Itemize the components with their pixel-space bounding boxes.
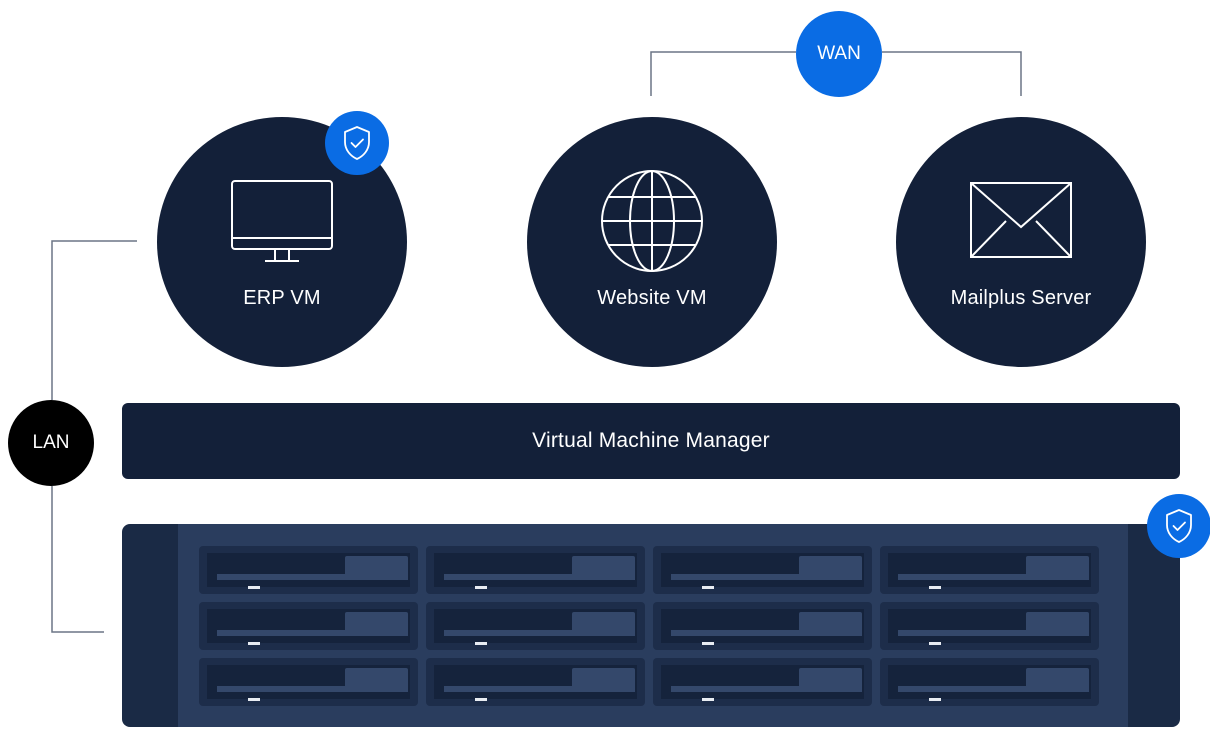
drive-led	[929, 642, 941, 645]
nas-drive-panel	[178, 524, 1128, 727]
drive-bay	[653, 658, 872, 706]
drive-rail	[444, 630, 635, 636]
node-mail-label: Mailplus Server	[950, 287, 1092, 309]
node-website-vm: Website VM	[527, 117, 777, 367]
drive-rail	[444, 574, 635, 580]
drive-bay	[199, 546, 418, 594]
lan-label: LAN	[32, 432, 70, 453]
node-mailplus-server: Mailplus Server	[896, 117, 1146, 367]
drive-bay	[199, 602, 418, 650]
drive-rail	[217, 686, 408, 692]
drive-rail	[671, 574, 862, 580]
node-website-label: Website VM	[597, 287, 707, 309]
drive-led	[248, 586, 260, 589]
drive-led	[475, 586, 487, 589]
drive-bay	[199, 658, 418, 706]
drive-led	[929, 586, 941, 589]
virtual-machine-manager-bar: Virtual Machine Manager	[122, 403, 1180, 479]
drive-bay	[426, 602, 645, 650]
monitor-icon	[231, 180, 333, 262]
drive-rail	[898, 686, 1089, 692]
drive-rail	[898, 630, 1089, 636]
drive-rail	[444, 686, 635, 692]
drive-led	[248, 698, 260, 701]
globe-icon	[601, 170, 703, 272]
drive-rail	[217, 630, 408, 636]
nas-enclosure	[122, 524, 1180, 727]
drive-led	[702, 642, 714, 645]
vmm-label: Virtual Machine Manager	[532, 429, 770, 452]
drive-led	[702, 698, 714, 701]
drive-bay	[880, 658, 1099, 706]
lan-badge: LAN	[8, 400, 94, 486]
drive-led	[475, 698, 487, 701]
envelope-icon	[970, 182, 1072, 258]
drive-led	[929, 698, 941, 701]
drive-bay	[426, 546, 645, 594]
drive-rail	[217, 574, 408, 580]
lan-connector	[51, 240, 137, 633]
drive-rail	[671, 630, 862, 636]
drive-bay	[653, 546, 872, 594]
drive-led	[702, 586, 714, 589]
drive-bay	[880, 546, 1099, 594]
drive-rail	[671, 686, 862, 692]
drive-led	[475, 642, 487, 645]
wan-label: WAN	[817, 43, 861, 64]
drive-rail	[898, 574, 1089, 580]
shield-check-icon	[325, 111, 389, 175]
node-erp-label: ERP VM	[243, 287, 321, 309]
wan-connector	[650, 51, 1022, 96]
drive-bay	[880, 602, 1099, 650]
wan-badge: WAN	[796, 11, 882, 97]
drive-bay	[426, 658, 645, 706]
drive-bay	[653, 602, 872, 650]
shield-check-icon	[1147, 494, 1210, 558]
drive-led	[248, 642, 260, 645]
